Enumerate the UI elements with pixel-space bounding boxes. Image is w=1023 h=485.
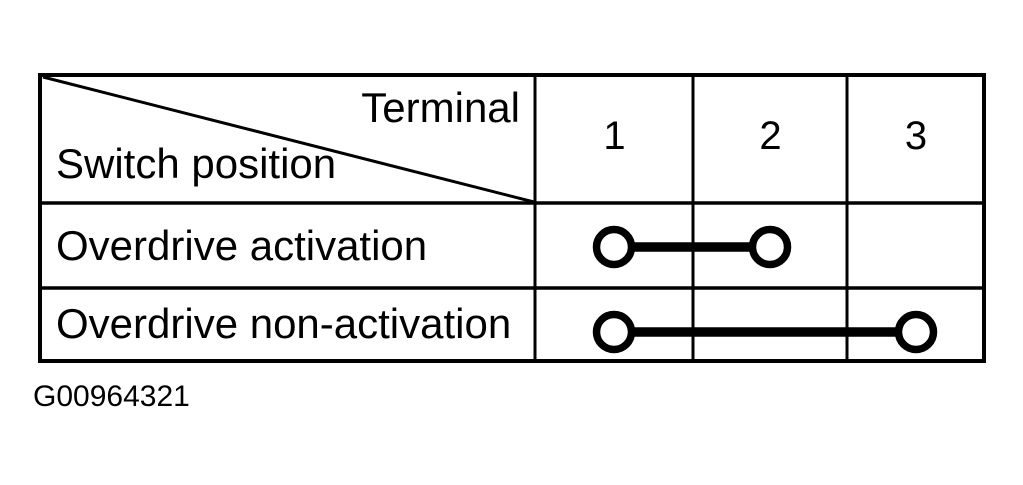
terminal-circle [592,310,636,354]
row-label-overdrive-non-activation: Overdrive non-activation [56,300,512,347]
figure-id-label: G00964321 [33,380,190,413]
terminal-circle [748,225,792,269]
column-header-terminal-2: 2 [759,114,782,158]
column-header-terminal-1: 1 [603,114,626,158]
corner-terminal-label: Terminal [361,84,520,131]
table-outer-border [38,73,986,363]
terminal-circle [592,225,636,269]
column-header-terminal-3: 3 [904,114,928,158]
corner-switch-position-label: Switch position [56,140,337,187]
corner-diagonal-line [42,75,535,204]
row-label-overdrive-activation: Overdrive activation [56,222,428,269]
terminal-circle [894,310,938,354]
continuity-connections [592,225,938,354]
